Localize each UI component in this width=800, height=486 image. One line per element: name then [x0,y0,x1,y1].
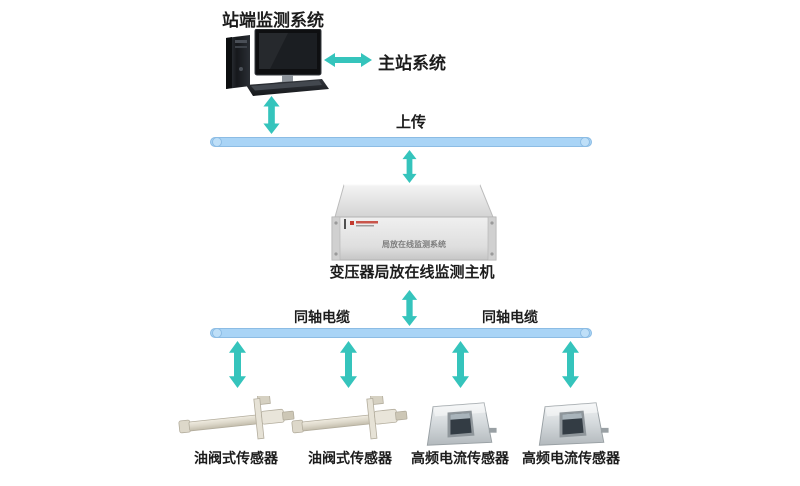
master-station-label: 主站系统 [378,54,446,73]
double-arrow-vertical-icon [229,341,246,388]
double-arrow-horizontal-icon [324,53,372,67]
bus-end-cap [580,137,590,147]
sensor-label-2: 油阀式传感器 [308,450,392,466]
bus-end-cap [212,328,222,338]
bus-end-cap [212,137,222,147]
coax-cable-right-label: 同轴电缆 [482,309,538,325]
oil-valve-sensor-image [178,396,295,440]
sensor-label-4: 高频电流传感器 [522,450,620,466]
sensor-label-1: 油阀式传感器 [194,450,278,466]
host-label: 变压器局放在线监测主机 [329,264,495,281]
oil-valve-sensor-image [291,396,408,440]
upload-label: 上传 [395,114,427,131]
host-panel-text: 局放在线监测系统 [381,239,446,249]
double-arrow-vertical-icon [401,290,418,326]
double-arrow-vertical-icon [263,96,280,134]
double-arrow-vertical-icon [340,341,357,388]
workstation-computer-image [226,29,329,96]
host-chassis [331,184,497,261]
sensor-label-3: 高频电流传感器 [411,450,509,466]
monitoring-host-image: 局放在线监测系统 [331,184,497,261]
double-arrow-vertical-icon [402,150,417,183]
bus-end-cap [580,328,590,338]
host-brand-logo [350,221,378,227]
station-monitoring-title: 站端监测系统 [222,11,324,30]
double-arrow-vertical-icon [562,341,579,388]
keyboard-icon [246,79,329,96]
monitor-icon [254,29,322,89]
double-arrow-vertical-icon [452,341,469,388]
sensor-bus-bar [210,328,592,338]
upload-bus-bar [210,137,592,147]
hf-current-sensor-image [426,402,497,446]
hf-current-sensor-image [538,402,609,446]
tower-icon [226,35,250,89]
coax-cable-left-label: 同轴电缆 [294,309,350,325]
